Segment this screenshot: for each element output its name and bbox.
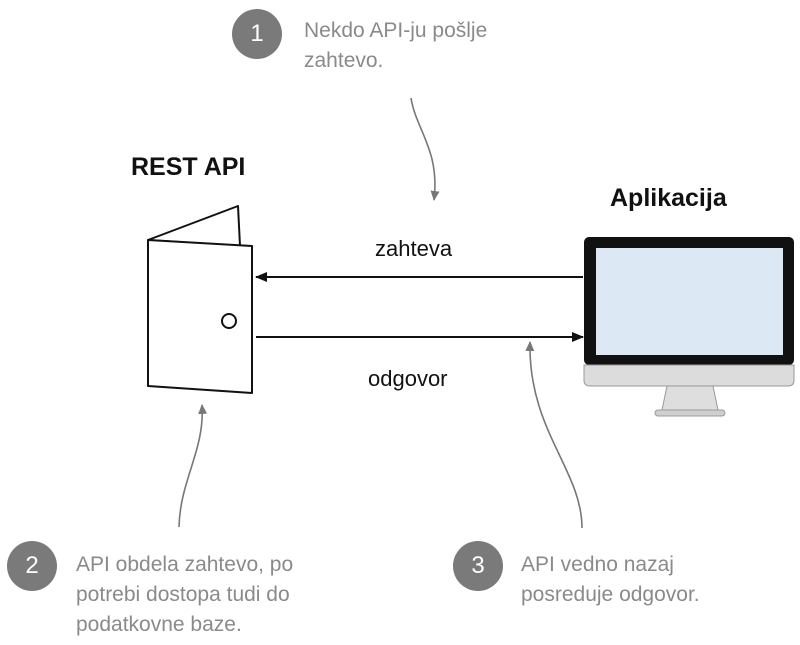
response-label: odgovor [368, 366, 448, 391]
callout-arrow-3 [525, 341, 583, 529]
callout-arrow-1 [410, 97, 440, 201]
step-1-text: Nekdo API-ju pošlje zahtevo. [304, 16, 487, 76]
step-3-text: API vedno nazaj posreduje odgovor. [521, 550, 700, 610]
step-3-line-1: API vedno nazaj [521, 553, 674, 576]
step-1-line-1: Nekdo API-ju pošlje [304, 19, 488, 42]
step-2-badge: 2 [7, 541, 57, 591]
step-3-line-2: posreduje odgovor. [521, 583, 700, 606]
step-3-badge: 3 [453, 541, 503, 591]
monitor-icon [583, 237, 795, 417]
step-2-text: API obdela zahtevo, po potrebi dostopa t… [76, 550, 293, 640]
request-label: zahteva [375, 236, 453, 261]
application-title: Aplikacija [610, 184, 727, 212]
step-1-badge: 1 [232, 9, 282, 59]
step-2-line-2: potrebi dostopa tudi do [76, 583, 290, 606]
step-2-line-1: API obdela zahtevo, po [76, 553, 294, 576]
step-1-line-2: zahtevo. [304, 49, 384, 72]
callout-arrow-2 [178, 404, 208, 528]
door-icon [147, 205, 253, 394]
step-2-line-3: podatkovne baze. [76, 613, 242, 636]
rest-api-title: REST API [131, 153, 246, 181]
